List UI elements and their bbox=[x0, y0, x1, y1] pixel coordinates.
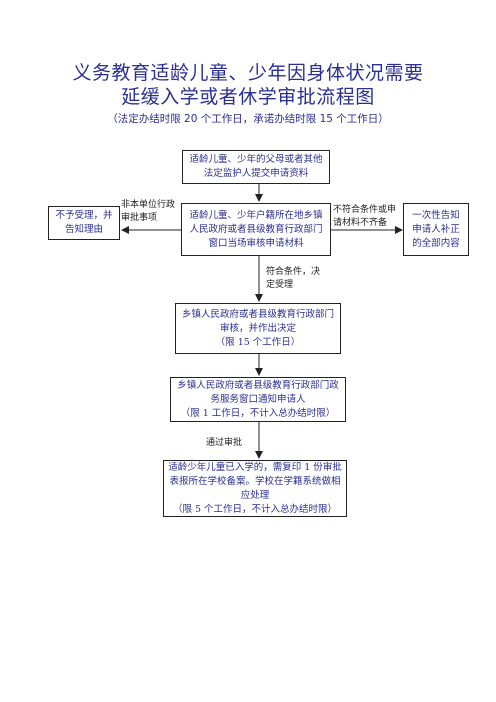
box-reject-text: 不予受理，并告知理由 bbox=[55, 210, 113, 235]
box-school-filing-text: 适龄少年儿童已入学的，需复印 1 份审批表报所在学校备案。学校在学籍系统做相应处… bbox=[168, 461, 342, 501]
label-passed-approval: 通过审批 bbox=[206, 438, 243, 448]
box-approval-decision-time: （限 15 个工作日） bbox=[215, 336, 301, 348]
box-submit-application: 适龄儿童、少年的父母或者其他法定监护人提交申请资料 bbox=[182, 150, 330, 184]
label-not-this-unit: 非本单位行政审批事项 bbox=[121, 200, 176, 223]
diagram-subtitle: （法定办结时限 20 个工作日，承诺办结时限 15 个工作日） bbox=[107, 113, 389, 125]
box-supplement-text: 一次性告知申请人补正的全部内容 bbox=[412, 209, 460, 249]
box-supplement: 一次性告知申请人补正的全部内容 bbox=[403, 203, 469, 256]
box-window-review-text: 适龄儿童、少年户籍所在地乡镇人民政府或者县级教育行政部门窗口当场审核申请材料 bbox=[189, 209, 323, 249]
box-approval-decision-text: 乡镇人民政府或者县级教育行政部门审核，并作出决定 bbox=[181, 308, 334, 334]
box-notify-applicant: 乡镇人民政府或者县级教育行政部门政务服务窗口通知申请人 （限 1 工作日，不计入… bbox=[170, 377, 346, 422]
label-accepted: 符合条件，决定受理 bbox=[266, 267, 321, 290]
box-school-filing-time: （限 5 个工作日，不计入总办结时限） bbox=[172, 503, 338, 515]
box-notify-applicant-time: （限 1 工作日，不计入总办结时限） bbox=[180, 407, 336, 419]
box-approval-decision: 乡镇人民政府或者县级教育行政部门审核，并作出决定 （限 15 个工作日） bbox=[175, 303, 341, 354]
diagram-title-line1: 义务教育适龄儿童、少年因身体状况需要 bbox=[72, 62, 424, 84]
box-reject: 不予受理，并告知理由 bbox=[48, 206, 120, 240]
box-submit-application-text: 适龄儿童、少年的父母或者其他法定监护人提交申请资料 bbox=[189, 154, 323, 179]
box-notify-applicant-text: 乡镇人民政府或者县级教育行政部门政务服务窗口通知申请人 bbox=[177, 379, 339, 405]
box-window-review: 适龄儿童、少年户籍所在地乡镇人民政府或者县级教育行政部门窗口当场审核申请材料 bbox=[181, 203, 331, 256]
box-school-filing: 适龄少年儿童已入学的，需复印 1 份审批表报所在学校备案。学校在学籍系统做相应处… bbox=[163, 460, 347, 517]
diagram-title-line2: 延缓入学或者休学审批流程图 bbox=[121, 86, 375, 108]
label-incomplete-materials: 不符合条件或申请材料不齐备 bbox=[333, 205, 397, 228]
